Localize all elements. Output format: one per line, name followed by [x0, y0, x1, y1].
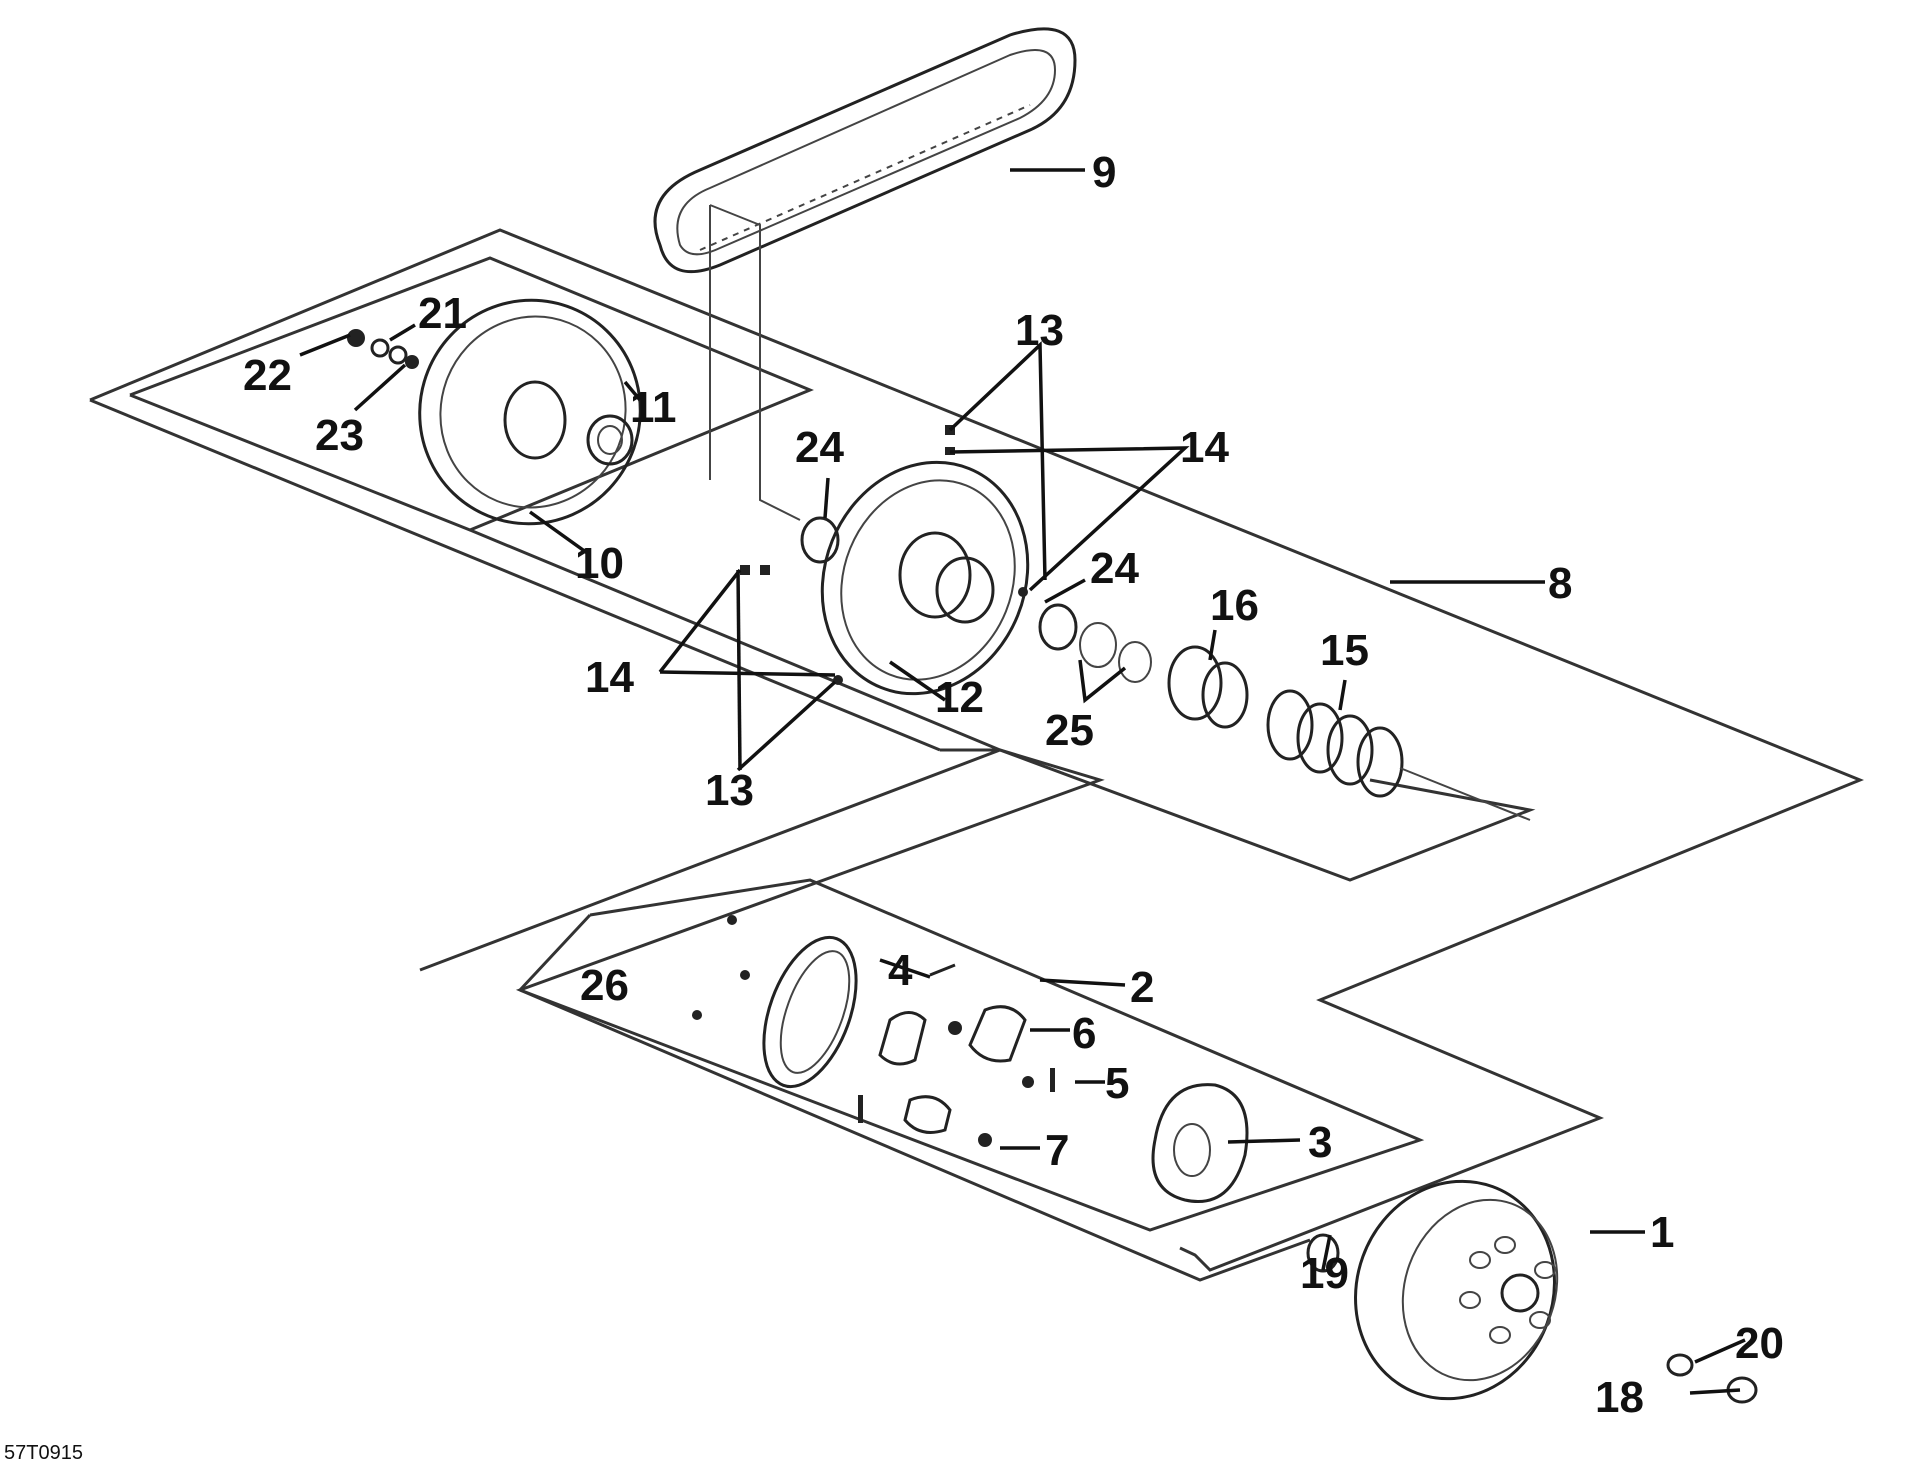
callout-1: 1: [1650, 1208, 1674, 1257]
drive-belt: [653, 27, 1077, 274]
callout-7: 7: [1045, 1126, 1069, 1175]
callout-5: 5: [1105, 1059, 1129, 1108]
callout-14-left: 14: [585, 653, 634, 702]
leader-lines: [299, 168, 1746, 1395]
callout-19: 19: [1300, 1249, 1349, 1298]
callout-20: 20: [1735, 1319, 1784, 1368]
sliding-sheave: [820, 460, 1030, 696]
callout-13-top: 13: [1015, 306, 1064, 355]
callout-12: 12: [935, 673, 984, 722]
callout-11: 11: [630, 383, 677, 432]
callout-15: 15: [1320, 626, 1369, 675]
callout-23: 23: [315, 411, 364, 460]
small-fasteners-top-left: [347, 329, 419, 369]
rings-and-spring: [800, 516, 1531, 821]
callout-10: 10: [575, 539, 624, 588]
callout-16: 16: [1210, 581, 1259, 630]
upper-assembly-frame: [89, 228, 1864, 1272]
callout-26: 26: [580, 961, 629, 1010]
callout-24-right: 24: [1090, 544, 1139, 593]
belt-guide-lines: [709, 204, 801, 521]
callout-8: 8: [1548, 559, 1572, 608]
callout-25: 25: [1045, 706, 1094, 755]
callout-9: 9: [1092, 148, 1116, 197]
callout-18: 18: [1595, 1373, 1644, 1422]
figure-reference-code: 57T0915: [4, 1442, 83, 1464]
callout-labels: 1 2 3 4 5 6 7 8 9 10 11 12 13 13 14 14 1…: [243, 148, 1784, 1422]
callout-4: 4: [888, 946, 913, 995]
callout-24-top: 24: [795, 423, 844, 472]
drive-pulley-parts: [762, 935, 1340, 1273]
callout-3: 3: [1308, 1118, 1332, 1167]
callout-6: 6: [1072, 1009, 1096, 1058]
callout-14-right: 14: [1180, 423, 1229, 472]
callout-13-bottom: 13: [705, 766, 754, 815]
outer-pulley: [1354, 1179, 1758, 1404]
callout-2: 2: [1130, 963, 1154, 1012]
callout-22: 22: [243, 351, 292, 400]
fixed-sheave: [418, 298, 642, 526]
callout-21: 21: [418, 289, 467, 338]
fastener-dots: [692, 425, 1028, 1020]
lower-assembly-frame: [419, 748, 1425, 1282]
